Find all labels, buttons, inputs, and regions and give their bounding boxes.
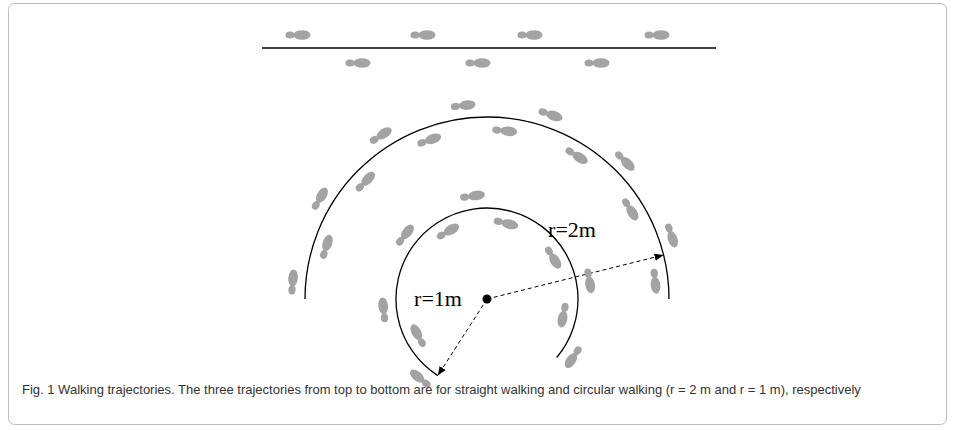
radius-label: r=1m: [414, 288, 462, 310]
footprint: [649, 268, 661, 294]
footprint: [613, 149, 637, 173]
straight-path: [262, 47, 716, 48]
footprint: [287, 269, 299, 295]
figure-frame: [9, 4, 947, 425]
footprints: [286, 30, 681, 390]
footprint: [459, 190, 485, 203]
footprint: [378, 297, 390, 323]
radius-label: r=2m: [548, 219, 596, 241]
footprint: [309, 185, 330, 211]
footprint: [416, 131, 443, 149]
footprint: [318, 233, 335, 260]
figure-caption: Fig. 1 Walking trajectories. The three t…: [22, 381, 932, 399]
footprint: [411, 30, 436, 40]
footprint: [346, 58, 371, 68]
radius-line: [487, 255, 664, 299]
footprint: [537, 106, 564, 123]
footprint: [450, 99, 476, 112]
center-dot: [483, 295, 492, 304]
footprint: [585, 58, 610, 68]
footprint: [408, 322, 428, 349]
footprint: [645, 30, 670, 40]
footprint: [435, 221, 461, 242]
footprint: [466, 58, 491, 68]
footprint: [394, 222, 417, 248]
footprint: [583, 268, 597, 294]
footprint: [620, 196, 641, 222]
footprint: [368, 125, 394, 147]
footprint: [556, 302, 571, 328]
radius-line: [438, 299, 487, 376]
footprint: [286, 30, 311, 40]
footprint: [663, 222, 680, 249]
footprint: [518, 30, 543, 40]
footprint: [562, 344, 584, 370]
footprint: [492, 125, 518, 137]
footprint: [353, 169, 377, 194]
footprint: [563, 145, 589, 166]
footprint: [542, 245, 563, 271]
footprint: [493, 216, 520, 231]
